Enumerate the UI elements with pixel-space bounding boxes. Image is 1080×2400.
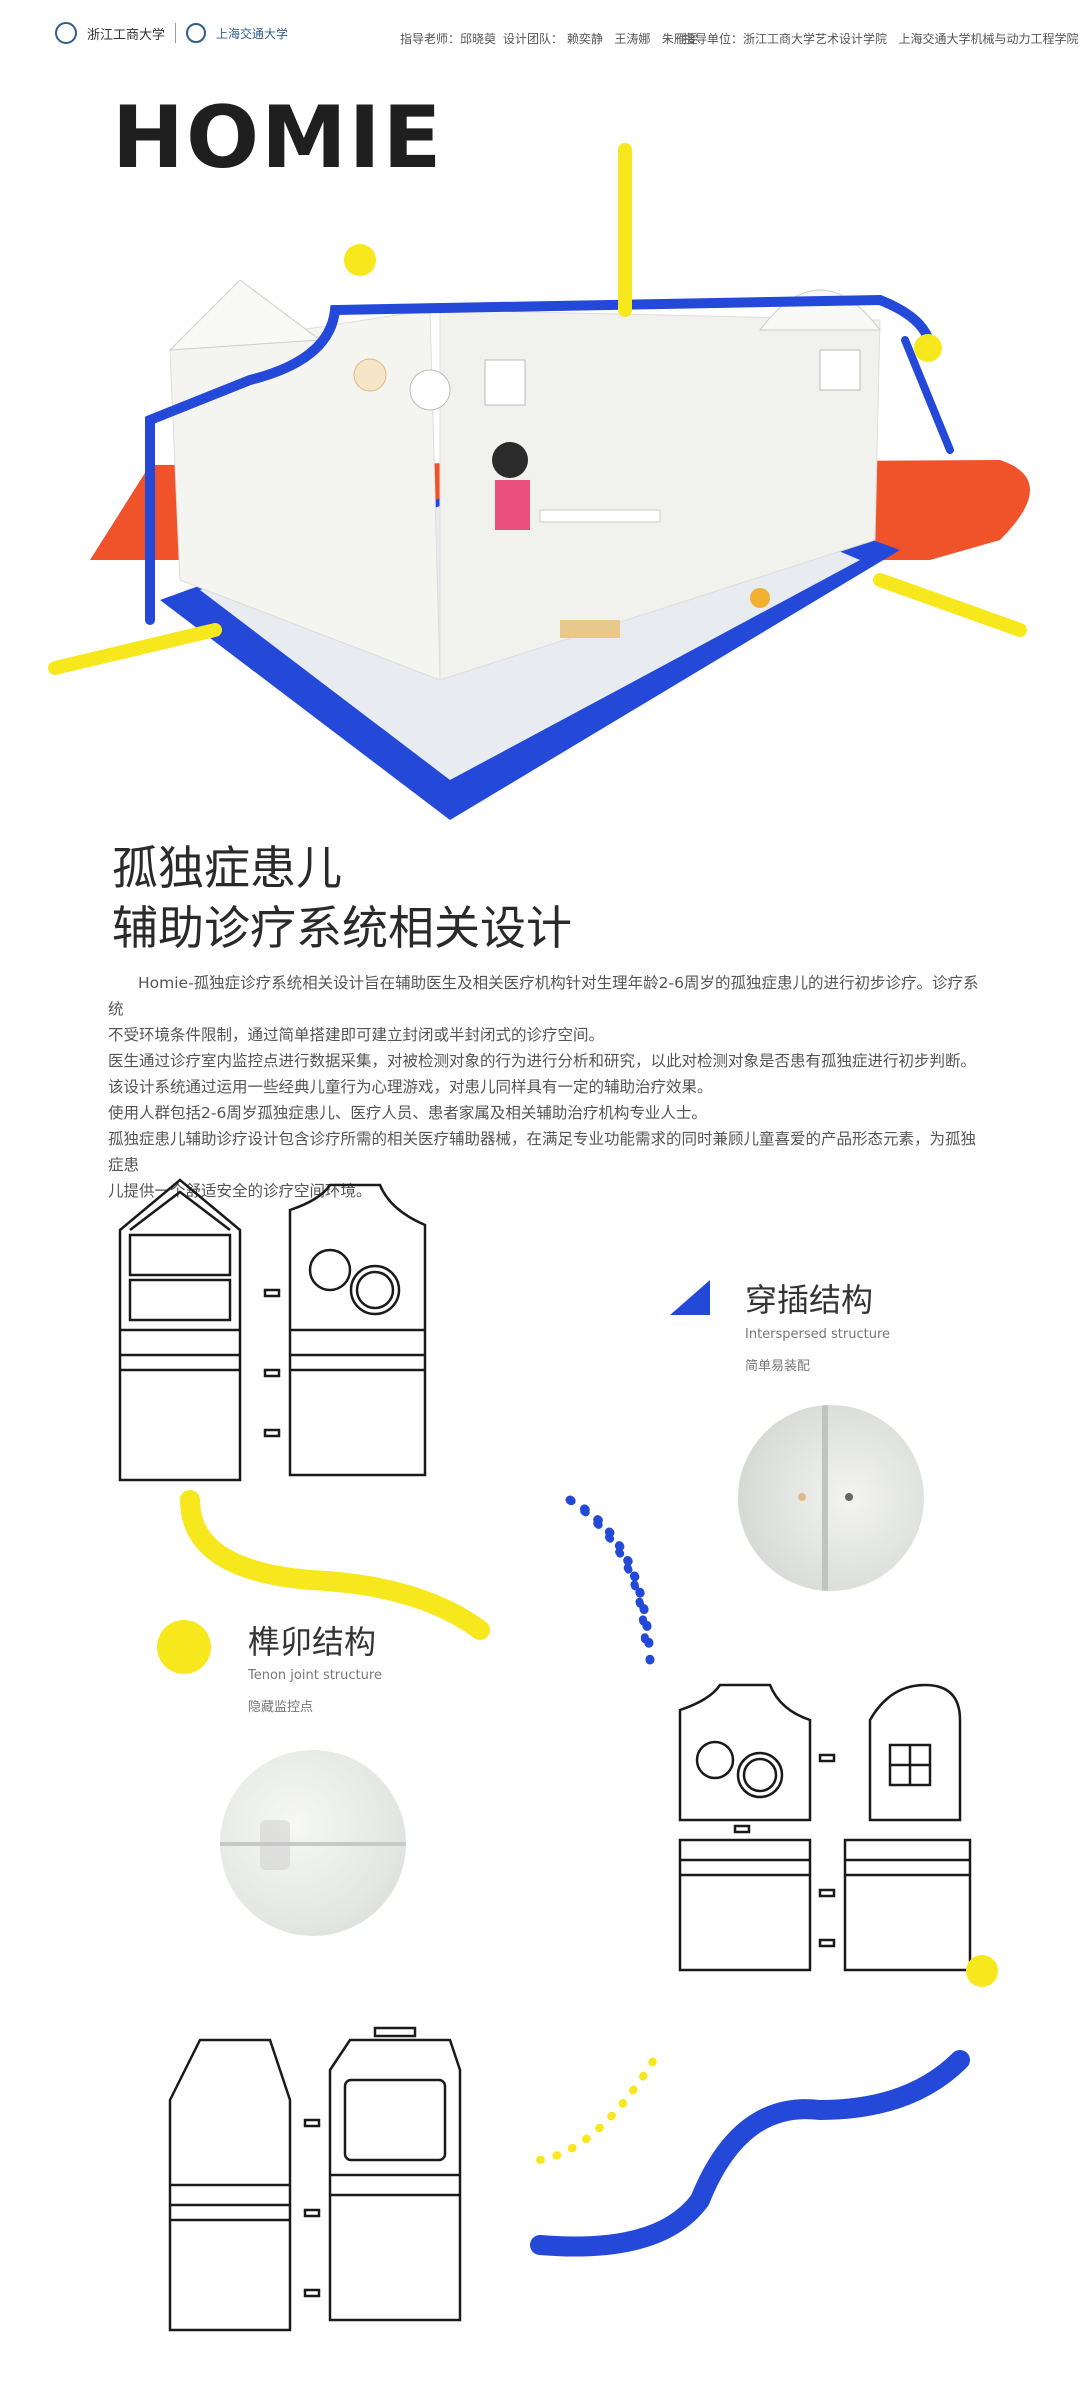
house-window (484, 359, 526, 406)
brand-title: HOMIE (112, 88, 444, 188)
unit-two: 上海交通大学机械与动力工程学院 (898, 32, 1079, 46)
advisor-label: 指导老师： (400, 32, 461, 46)
title-line-2: 辅助诊疗系统相关设计 (112, 901, 572, 955)
header: 浙江工商大学 上海交通大学 指导老师：邱晓萸 设计团队： 赖奕静 王涛娜 朱雁雯… (0, 0, 1080, 80)
child-figure-body (495, 480, 530, 530)
blue-outline-stroke-right (901, 336, 954, 454)
unit-label: 指导单位： (683, 32, 744, 46)
description-line: 医生通过诊疗室内监控点进行数据采集，对被检测对象的行为进行分析和研究，以此对检测… (108, 1052, 977, 1070)
interspersed-subtitle: Interspersed structure (745, 1327, 891, 1342)
description-line: 不受环境条件限制，通过简单搭建即可建立封闭或半封闭式的诊疗空间。 (108, 1026, 605, 1044)
team-member: 赖奕静 (566, 32, 603, 46)
team-label: 设计团队： (503, 32, 564, 46)
title-line-1: 孤独症患儿 (112, 841, 342, 895)
logo-divider (175, 23, 177, 43)
description: Homie-孤独症诊疗系统相关设计旨在辅助医生及相关医疗机构针对生理年龄2-6周… (108, 970, 988, 1204)
school-one-logo-text: 浙江工商大学 (87, 27, 166, 43)
yellow-dot (966, 1955, 998, 1987)
description-line: Homie-孤独症诊疗系统相关设计旨在辅助医生及相关医疗机构针对生理年龄2-6周… (108, 974, 979, 1018)
interspersed-title: 穿插结构 (745, 1281, 874, 1319)
unit-credit: 指导单位：浙江工商大学艺术设计学院 上海交通大学机械与动力工程学院 (683, 30, 1079, 47)
school-emblem-icon (55, 22, 77, 44)
tenon-note: 隐藏监控点 (248, 1700, 314, 1715)
description-line: 孤独症患儿辅助诊疗设计包含诊疗所需的相关医疗辅助器械，在满足专业功能需求的同时兼… (108, 1130, 977, 1174)
hidden-monitor-point (260, 1820, 290, 1870)
blue-dotted-curve (565, 1495, 655, 1665)
tenon-title: 榫卯结构 (248, 1623, 377, 1661)
yellow-dot (914, 334, 942, 362)
school-two-emblem-icon (186, 23, 207, 43)
description-line: 使用人群包括2-6周岁孤独症患儿、医疗人员、患者家属及相关辅助治疗机构专业人士。 (108, 1104, 707, 1122)
advisor-name: 邱晓萸 (460, 32, 497, 46)
panel-drawing-bottom (168, 2026, 462, 2332)
wall-porthole (409, 369, 451, 411)
panel-drawing-tenon (678, 1683, 972, 1972)
right-wall (439, 309, 881, 681)
team-credit: 设计团队： 赖奕静 王涛娜 朱雁雯 (503, 30, 698, 47)
yellow-bar-right (873, 573, 1027, 637)
kids-table (539, 509, 661, 523)
hero-illustration (48, 143, 1030, 820)
panel-drawing-interspersed (118, 1178, 427, 1482)
school-logos: 浙江工商大学 上海交通大学 (55, 22, 288, 44)
advisor-credit: 指导老师：邱晓萸 (400, 30, 496, 47)
child-figure (492, 442, 528, 478)
yellow-circle-marker (157, 1620, 211, 1674)
toy-ball (750, 588, 770, 608)
panel-seam (822, 1405, 828, 1591)
description-line: 该设计系统通过运用一些经典儿童行为心理游戏，对患儿同样具有一定的辅助治疗效果。 (108, 1078, 713, 1096)
triangle-icon (670, 1280, 710, 1315)
wall-emblem (353, 358, 387, 392)
team-member: 朱雁雯 (661, 32, 698, 46)
joint-seam (220, 1842, 406, 1846)
team-member: 王涛娜 (614, 32, 651, 46)
tenon-subtitle: Tenon joint structure (248, 1668, 382, 1683)
blue-outline-stroke (145, 294, 935, 625)
decor-curves-bottom (530, 2046, 970, 2257)
yellow-dot (344, 244, 376, 276)
house-roof-left (168, 279, 322, 351)
peg-detail (798, 1493, 806, 1501)
school-two-logo-text: 上海交通大学 (216, 26, 289, 41)
hole-detail (845, 1493, 853, 1501)
interspersed-note: 简单易装配 (745, 1359, 811, 1374)
toy-cart (560, 620, 620, 638)
detail-photo-interspersed (738, 1405, 924, 1591)
page-title: 孤独症患儿 辅助诊疗系统相关设计 (112, 838, 572, 958)
detail-photo-tenon (220, 1750, 406, 1936)
unit-one: 浙江工商大学艺术设计学院 (743, 32, 888, 46)
yellow-bar-left (48, 623, 222, 675)
house-window (819, 349, 861, 391)
